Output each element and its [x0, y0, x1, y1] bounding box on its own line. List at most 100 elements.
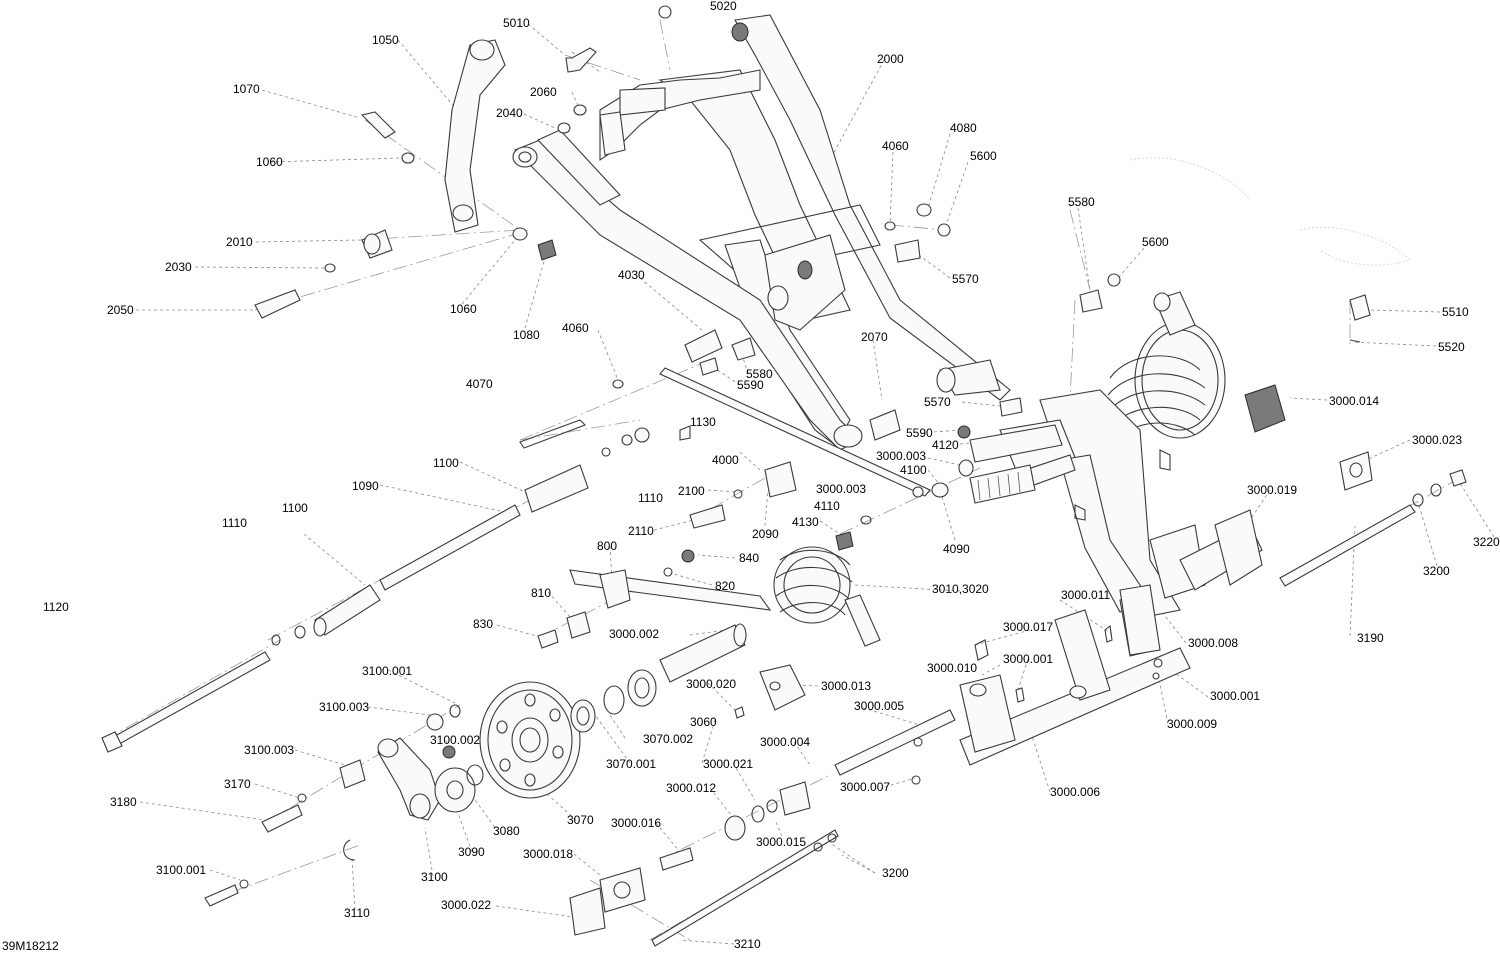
- callout-3000-004: 3000.004: [760, 735, 810, 749]
- figure-id: 39M18212: [2, 939, 59, 953]
- callout-1130: 1130: [690, 415, 716, 429]
- callout-1100: 1100: [433, 456, 459, 470]
- callout-1100: 1100: [282, 501, 308, 515]
- callout-3000-023: 3000.023: [1412, 433, 1462, 447]
- callout-1080: 1080: [513, 328, 540, 342]
- callout-3000-021: 3000.021: [703, 757, 753, 771]
- callout-3070-002: 3070.002: [643, 732, 693, 746]
- callout-3070: 3070: [567, 813, 594, 827]
- callout-5600: 5600: [1142, 235, 1169, 249]
- callout-5580: 5580: [746, 367, 773, 381]
- callout-2060: 2060: [530, 85, 557, 99]
- fasteners-top-left: [254, 5, 749, 319]
- callout-4060: 4060: [562, 321, 589, 335]
- callout-4100: 4100: [900, 463, 927, 477]
- callout-3170: 3170: [224, 777, 251, 791]
- callout-2010: 2010: [226, 235, 253, 249]
- right-hardware: [974, 294, 1467, 703]
- callout-4090: 4090: [943, 542, 970, 556]
- callout-3110: 3110: [344, 906, 370, 920]
- callout-3000-005: 3000.005: [854, 699, 904, 713]
- callout-5520: 5520: [1438, 340, 1465, 354]
- callout-3000-022: 3000.022: [441, 898, 491, 912]
- lower-center-parts: [537, 611, 956, 947]
- callout-5590: 5590: [906, 426, 933, 440]
- callout-3220: 3220: [1473, 535, 1500, 549]
- rear-shock-spring: [1107, 291, 1226, 443]
- callout-3000-009: 3000.009: [1167, 717, 1217, 731]
- callout-5580: 5580: [1068, 195, 1095, 209]
- torsion-spring-3010: [569, 546, 881, 647]
- callout-3000-017: 3000.017: [1003, 620, 1053, 634]
- callout-4080: 4080: [950, 121, 977, 135]
- callout-820: 820: [715, 579, 735, 593]
- callout-3000-013: 3000.013: [821, 679, 871, 693]
- callout-3100-003: 3100.003: [319, 700, 369, 714]
- link-arm-3100: [204, 704, 484, 907]
- callout-3000-003: 3000.003: [816, 482, 866, 496]
- callout-1070: 1070: [233, 82, 260, 96]
- leader-lines: [136, 23, 1495, 945]
- lever-1050: [444, 39, 506, 233]
- callout-3180: 3180: [110, 795, 137, 809]
- callout-1050: 1050: [372, 33, 399, 47]
- callout-3000-012: 3000.012: [666, 781, 716, 795]
- callout-3080: 3080: [493, 824, 520, 838]
- callout-labels: 5020 5010 1050 1070 2000 2060 2040 4060 …: [43, 0, 1500, 951]
- callout-3000-001: 3000.001: [1003, 652, 1053, 666]
- callout-3070-001: 3070.001: [606, 757, 656, 771]
- callout-3060: 3060: [690, 715, 717, 729]
- callout-3100-003: 3100.003: [244, 743, 294, 757]
- rear-arm-3000: [999, 389, 1263, 657]
- callout-3100-001: 3100.001: [156, 863, 206, 877]
- callout-4070: 4070: [466, 377, 493, 391]
- callout-5570: 5570: [952, 272, 979, 286]
- main-frame-2000: [512, 14, 1011, 451]
- callout-5600: 5600: [970, 149, 997, 163]
- callout-3000-016: 3000.016: [611, 816, 661, 830]
- callout-3000-015: 3000.015: [756, 835, 806, 849]
- callout-3210: 3210: [734, 937, 761, 951]
- callout-3100-002: 3100.002: [430, 733, 480, 747]
- callout-800: 800: [597, 539, 617, 553]
- callout-3000-014: 3000.014: [1329, 394, 1379, 408]
- callout-2100: 2100: [678, 484, 705, 498]
- callout-1060: 1060: [450, 302, 477, 316]
- front-arm-3000-006: [959, 584, 1191, 766]
- callout-2090: 2090: [752, 527, 779, 541]
- upper-link-2040: [537, 69, 761, 206]
- callout-3000-010: 3000.010: [927, 661, 977, 675]
- callout-4030: 4030: [618, 268, 645, 282]
- callout-2040: 2040: [496, 106, 523, 120]
- callout-3000-002: 3000.002: [609, 627, 659, 641]
- callout-5590: 5590: [737, 378, 764, 392]
- callout-3090: 3090: [458, 845, 485, 859]
- callout-4060: 4060: [882, 139, 909, 153]
- callout-3010-3020: 3010,3020: [932, 582, 989, 596]
- callout-3190: 3190: [1357, 631, 1384, 645]
- callout-3000-007: 3000.007: [840, 780, 890, 794]
- callout-830: 830: [473, 617, 493, 631]
- callout-3100: 3100: [421, 870, 448, 884]
- callout-3000-020: 3000.020: [686, 677, 736, 691]
- callout-1090: 1090: [352, 479, 379, 493]
- callout-3000-008: 3000.008: [1188, 636, 1238, 650]
- callout-5510: 5510: [1442, 305, 1469, 319]
- callout-3100-001: 3100.001: [362, 664, 412, 678]
- callout-4000: 4000: [712, 453, 739, 467]
- callout-3200: 3200: [882, 866, 909, 880]
- callout-1120: 1120: [43, 600, 69, 614]
- callout-3000-003: 3000.003: [876, 449, 926, 463]
- callout-2110: 2110: [628, 524, 654, 538]
- callout-2050: 2050: [107, 303, 134, 317]
- callout-5570: 5570: [924, 395, 951, 409]
- callout-3000-011: 3000.011: [1061, 588, 1110, 602]
- callout-2070: 2070: [861, 330, 888, 344]
- middle-hardware: [519, 203, 1121, 577]
- callout-2030: 2030: [165, 260, 192, 274]
- callout-4120: 4120: [932, 438, 959, 452]
- callout-3000-019: 3000.019: [1247, 483, 1297, 497]
- callout-5010: 5010: [503, 16, 530, 30]
- callout-3000-001: 3000.001: [1210, 689, 1260, 703]
